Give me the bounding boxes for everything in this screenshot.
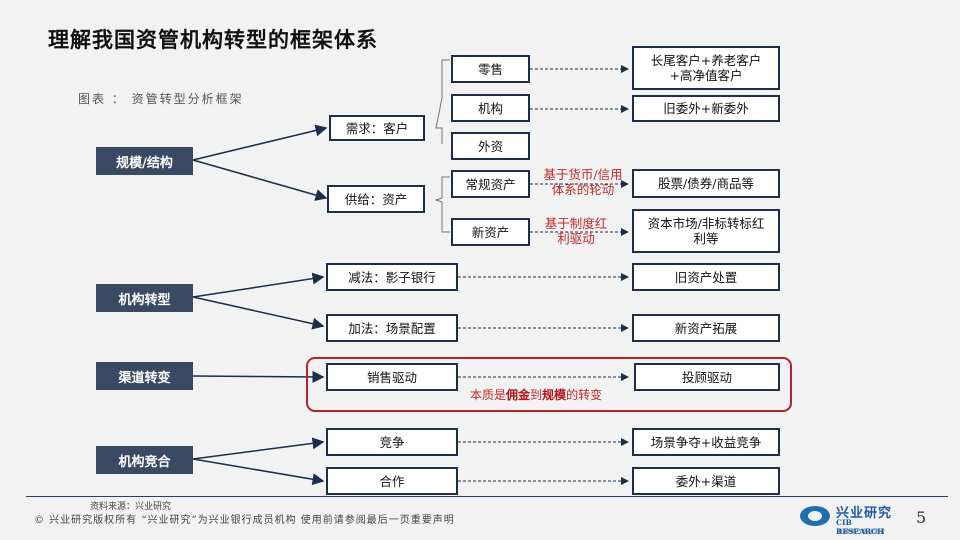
node-add-scenario-allocation: 加法：场景配置 [326,314,458,342]
cib-research-logo: 兴业研究 CIB RESEARCH 金融资产专业定价 [800,502,900,536]
arrow-scale-supply [192,159,328,201]
page-title: 理解我国资管机构转型的框架体系 [48,27,378,52]
copyright-notice: © 兴业研究版权所有 “兴业研究”为兴业银行成员机构 使用前请参阅最后一页重要声… [34,515,455,526]
result-outsourcing: 旧委外+新委外 [632,95,780,122]
arrow-transform-subtract [192,272,325,298]
arrow-compete [192,437,325,460]
node-new-assets: 新资产 [451,218,530,246]
result-old-asset-disposal: 旧资产处置 [632,263,780,291]
node-subtract-shadow-banking: 减法：影子银行 [326,263,458,291]
essence-prefix: 本质是 [470,388,507,402]
node-competition: 竞争 [326,428,458,456]
result-retail-clients: 长尾客户+养老客户+高净值客户 [632,46,780,90]
essence-suffix: 的转变 [566,388,603,402]
node-sales-driven: 销售驱动 [326,363,458,391]
arrow-channel [192,370,325,383]
result-advisory-driven: 投顾驱动 [634,363,780,391]
figure-caption: 图表 ： 资管转型分析框架 [78,92,244,106]
result-scenario-return-competition: 场景争夺+收益竞争 [632,428,780,456]
node-retail: 零售 [451,55,530,83]
logo-tagline: 金融资产专业定价 [838,529,887,535]
arrow-scale-demand [192,124,328,161]
arrow-transform-add [192,296,325,330]
channel-highlight-frame [306,357,792,412]
node-institution: 机构 [451,94,530,122]
result-capital-market: 资本市场/非标转标红利等 [632,209,780,253]
node-cooperation: 合作 [326,467,458,495]
node-regular-assets: 常规资产 [451,170,530,198]
node-demand: 需求：客户 [329,115,425,141]
footer-divider [26,496,948,497]
arrow-cooperate [192,458,325,486]
essence-commission: 佣金 [506,388,531,402]
note-monetary-rotation: 基于货币/信用体系的轮动 [543,167,623,197]
result-stocks-bonds: 股票/债券/商品等 [632,169,780,198]
root-channel-change: 渠道转变 [96,362,193,390]
root-institution-transform: 机构转型 [96,284,193,312]
root-competition-cooperation: 机构竞合 [96,446,193,474]
node-supply: 供给：资产 [327,185,425,213]
note-policy-dividend: 基于制度红利驱动 [544,216,608,246]
logo-chinese-name: 兴业研究 [836,506,893,521]
logo-swirl-icon [800,506,830,526]
essence-scale: 规模 [542,388,567,402]
source-note: 资料来源：兴业研究 [90,502,172,512]
logo-english-name: CIB RESEARCH [836,518,885,536]
brace-demand [435,59,450,144]
brace-supply [434,176,450,233]
node-foreign: 外资 [451,132,530,160]
root-scale-structure: 规模/结构 [96,147,193,175]
essence-to: 到 [530,388,543,402]
channel-essence-note: 本质是佣金到规模的转变 [470,386,602,403]
result-outsourcing-channel: 委外+渠道 [632,467,780,495]
result-new-asset-expansion: 新资产拓展 [632,314,780,342]
page-number: 5 [916,508,927,527]
